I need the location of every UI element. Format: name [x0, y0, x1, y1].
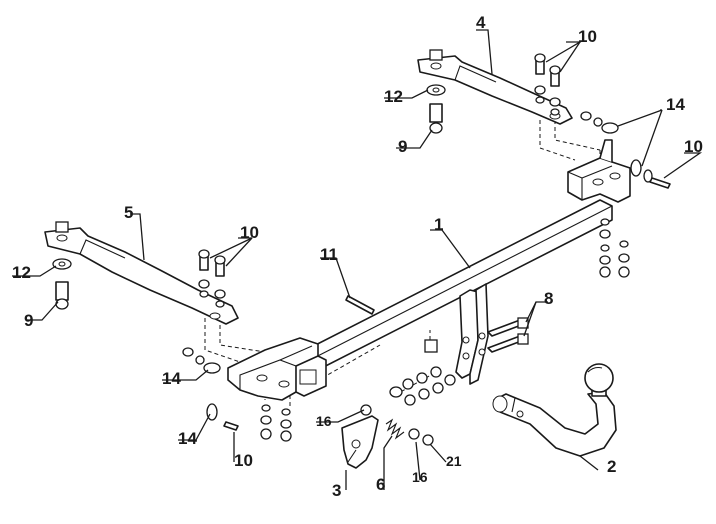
side-bracket-right: [417, 49, 573, 125]
spacer-right: [426, 84, 446, 134]
callout-10-mid: 10: [240, 223, 259, 242]
callout-14-left-lower: 14: [178, 429, 197, 448]
leader-lines: [12, 29, 703, 490]
socket-plate: [341, 415, 379, 469]
bolt-left-side: [182, 347, 239, 431]
hitch-bolts: [487, 317, 529, 353]
callout-10-top: 10: [578, 27, 597, 46]
callout-12-right: 12: [384, 87, 403, 106]
nut-stack-left: [260, 404, 292, 442]
bolts-mid-left: [198, 249, 226, 308]
small-bolt: [345, 295, 375, 315]
callout-1: 1: [434, 215, 443, 234]
callout-labels: 1 2 3 4 5 6 8 9 9 10 10 10 10 11 12 12 1…: [12, 13, 703, 500]
callout-16-left: 16: [316, 413, 332, 429]
callout-9-right: 9: [398, 137, 407, 156]
hitch-nuts-washers: [389, 366, 456, 406]
hitch-mount-plate: [424, 283, 489, 385]
tow-ball-neck: [492, 391, 617, 457]
side-bracket-left: [44, 221, 239, 325]
callout-16-right: 16: [412, 469, 428, 485]
callout-10-right: 10: [684, 137, 703, 156]
callout-2: 2: [607, 457, 616, 476]
bolts-top-right: [534, 53, 561, 116]
callout-21: 21: [446, 453, 462, 469]
callout-10-bottom: 10: [234, 451, 253, 470]
callout-3: 3: [332, 481, 341, 500]
callout-8: 8: [544, 289, 553, 308]
tow-ball: [584, 363, 614, 397]
callout-6: 6: [376, 475, 385, 494]
spacer-left: [52, 258, 72, 310]
callout-9-left: 9: [24, 311, 33, 330]
spring: [360, 404, 434, 446]
bolt-right-side: [580, 111, 671, 189]
callout-14-left-upper: 14: [162, 369, 181, 388]
callout-12-left: 12: [12, 263, 31, 282]
callout-11: 11: [320, 245, 338, 264]
callout-4: 4: [476, 13, 486, 32]
callout-5: 5: [124, 203, 133, 222]
nut-stack-right: [599, 218, 630, 278]
main-crossbar: [227, 139, 631, 401]
callout-14-right: 14: [666, 95, 685, 114]
